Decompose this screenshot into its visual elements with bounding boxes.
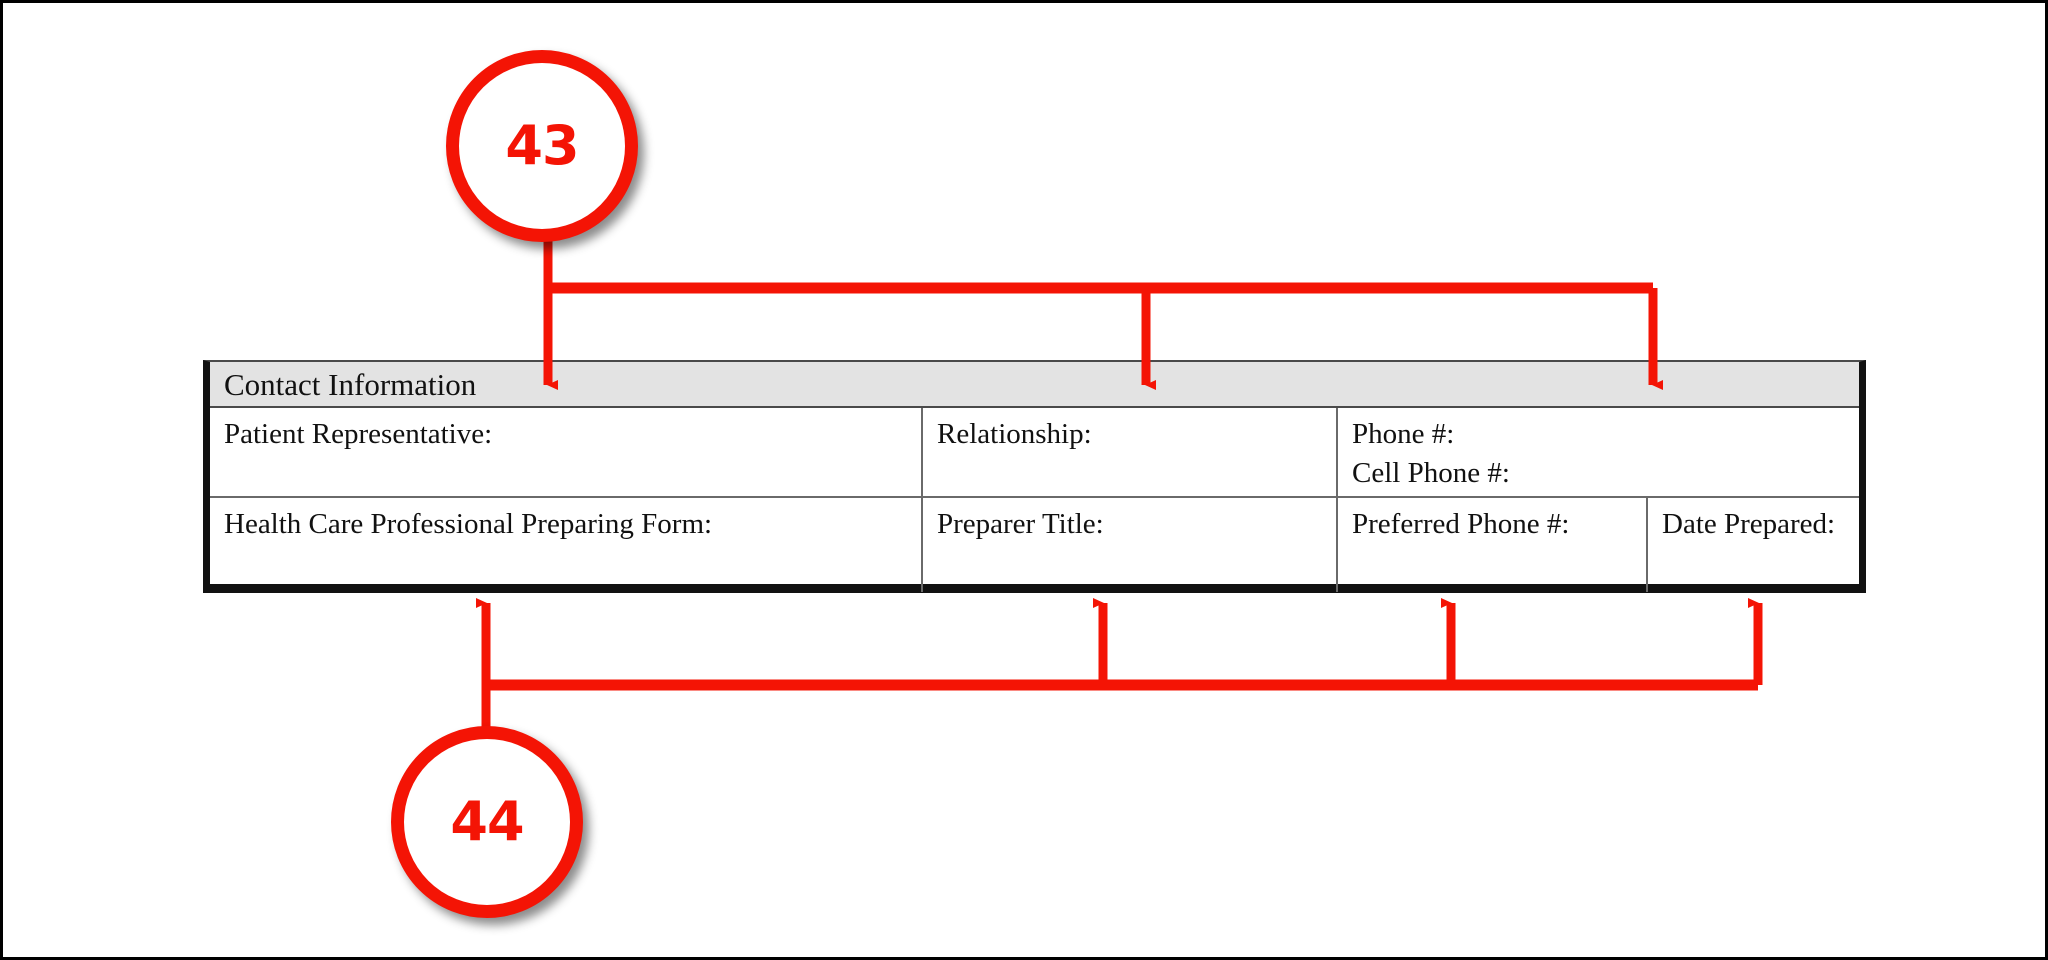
cell-health-care-professional[interactable]: Health Care Professional Preparing Form: (210, 498, 923, 592)
table-row: Health Care Professional Preparing Form:… (210, 498, 1859, 592)
cell-relationship[interactable]: Relationship: (923, 408, 1338, 496)
cell-date-prepared[interactable]: Date Prepared: (1648, 498, 1859, 592)
section-header-row: Contact Information (210, 362, 1859, 408)
cell-label: Relationship: (937, 418, 1092, 450)
cell-label-cell-phone: Cell Phone #: (1352, 456, 1510, 489)
cell-phone-numbers[interactable]: Phone #: Cell Phone #: (1338, 408, 1859, 496)
section-title: Contact Information (224, 366, 477, 402)
callout-number: 43 (505, 114, 579, 177)
cell-preparer-title[interactable]: Preparer Title: (923, 498, 1338, 592)
table-row: Patient Representative: Relationship: Ph… (210, 408, 1859, 498)
cell-label: Preferred Phone #: (1352, 508, 1570, 540)
cell-label: Health Care Professional Preparing Form: (224, 508, 713, 540)
cell-preferred-phone[interactable]: Preferred Phone #: (1338, 498, 1648, 592)
callout-number: 44 (450, 790, 524, 853)
cell-patient-representative[interactable]: Patient Representative: (210, 408, 923, 496)
callout-badge-44[interactable]: 44 (391, 726, 583, 918)
callout-badge-43[interactable]: 43 (446, 50, 638, 242)
cell-label: Preparer Title: (937, 508, 1104, 540)
cell-label: Date Prepared: (1662, 508, 1836, 540)
cell-label: Patient Representative: (224, 418, 493, 450)
callout-44-connector (476, 598, 1763, 738)
contact-information-table: Contact Information Patient Representati… (203, 360, 1866, 593)
cell-label-phone: Phone #: (1352, 418, 1455, 450)
